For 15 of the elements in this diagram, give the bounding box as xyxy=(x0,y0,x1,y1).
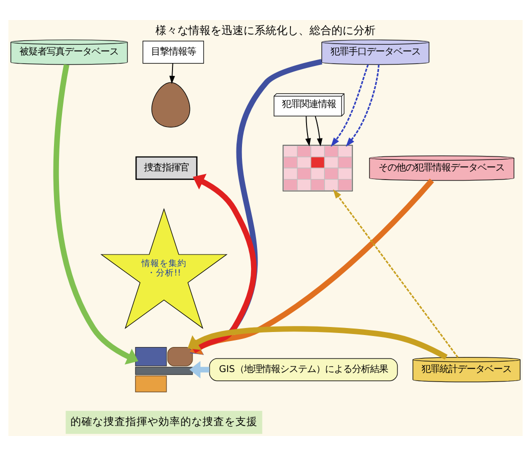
diagram-title: 様々な情報を迅速に系統化し、総合的に分析 xyxy=(156,23,376,36)
arrow xyxy=(189,360,210,378)
arrow xyxy=(53,64,138,364)
node-box: GIS（地理情報システム）による分析結果 xyxy=(209,358,398,381)
arrow xyxy=(346,64,380,146)
node-box: 捜査指揮官 xyxy=(135,156,198,180)
arrow xyxy=(330,64,369,146)
arrow xyxy=(169,62,175,84)
arrow xyxy=(314,115,322,146)
arrow xyxy=(192,173,257,353)
arrow xyxy=(332,188,458,358)
node-box: 目撃情報等 xyxy=(142,40,204,64)
caption: 的確な捜査指揮や効率的な捜査を支援 xyxy=(70,415,258,428)
node-person xyxy=(151,82,190,127)
arrow xyxy=(305,115,311,146)
